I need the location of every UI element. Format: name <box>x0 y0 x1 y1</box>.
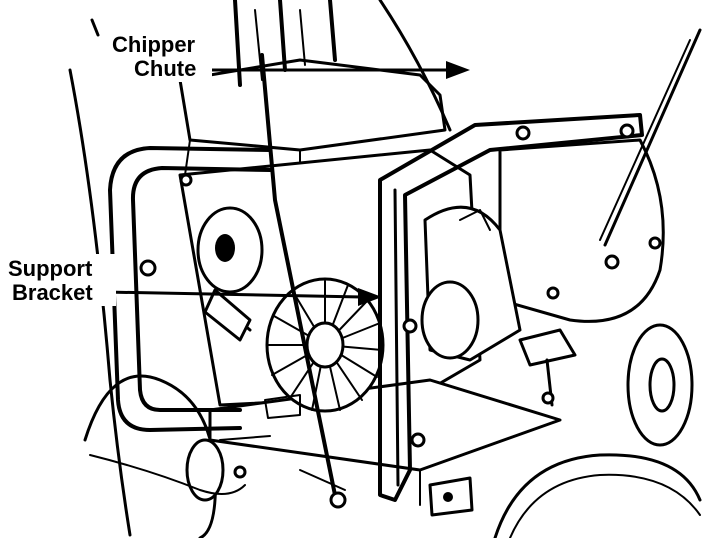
cable <box>89 454 247 495</box>
discharge-housing <box>498 28 702 323</box>
bolt-icon <box>410 432 426 448</box>
callout-arrow-support-bracket <box>104 288 382 306</box>
callout-chipper-chute: Chipper Chute <box>108 30 212 82</box>
callout-support-bracket: Support Bracket <box>4 254 116 306</box>
chipper-chute-label-line2: Chute <box>134 56 196 81</box>
support-bracket-part <box>378 113 644 502</box>
wheel-bottom-right <box>493 453 702 538</box>
support-bracket-label-line1: Support <box>8 256 93 281</box>
support-bracket-label-line2: Bracket <box>12 280 93 305</box>
bolt-icon <box>546 286 560 300</box>
bolt-icon <box>179 173 193 187</box>
chipper-chute-label-line1: Chipper <box>112 32 196 57</box>
wheel-left <box>83 374 225 538</box>
belt-guard <box>420 205 522 362</box>
left-handle-frame <box>108 146 272 432</box>
bolt-icon <box>139 259 157 277</box>
bolt-icon <box>604 254 620 270</box>
hitch-bracket <box>219 394 474 517</box>
wheel-right-small <box>626 323 694 447</box>
bolt-icon <box>619 123 635 139</box>
bolt-icon <box>648 236 662 250</box>
control-rod <box>260 53 347 509</box>
bolt-icon <box>515 125 531 141</box>
bolt-icon <box>402 318 418 334</box>
callout-arrow-chipper-chute <box>210 61 470 79</box>
tension-lever <box>518 328 577 407</box>
pulley <box>196 206 264 342</box>
